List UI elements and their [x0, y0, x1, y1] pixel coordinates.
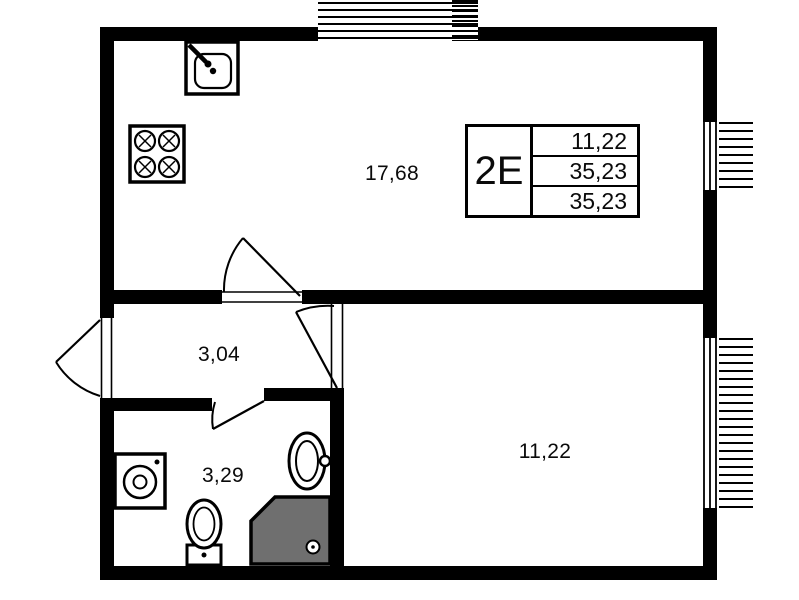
- stove-icon: [128, 124, 186, 184]
- right-window-2-glazing: [703, 338, 717, 508]
- unit-stats: 11,22 35,23 35,23: [533, 127, 637, 215]
- wall-left-lower: [100, 398, 114, 580]
- living-door-leaf: [242, 237, 301, 297]
- toilet-icon: [185, 498, 223, 567]
- wall-right-lower: [703, 508, 717, 580]
- living-door-threshold: [222, 291, 302, 303]
- wall-right-upper: [703, 27, 717, 122]
- unit-stat-row: 35,23: [569, 188, 627, 214]
- bathroom-door-swing: [211, 401, 216, 430]
- right-window-2-hatch: [719, 338, 753, 508]
- wall-bathroom-top-left: [100, 398, 212, 411]
- wall-left-upper: [100, 27, 114, 318]
- bedroom-door-swing: [295, 304, 335, 313]
- shower-icon: [249, 495, 332, 566]
- right-window-1-hatch: [719, 122, 753, 190]
- wall-middle-left: [100, 290, 222, 304]
- top-window-hatch: [452, 0, 478, 41]
- area-label-kitchen-living: 17,68: [364, 162, 420, 185]
- wall-bathroom-top-right: [264, 388, 344, 401]
- entrance-threshold: [100, 318, 113, 398]
- wall-top-left: [100, 27, 318, 41]
- wall-top-right: [478, 27, 717, 41]
- unit-stat-row: 11,22: [533, 127, 637, 157]
- unit-info-box: 2E 11,22 35,23 35,23: [465, 124, 640, 218]
- washbasin-icon: [287, 431, 332, 491]
- wall-bottom: [100, 566, 717, 580]
- washing-machine-icon: [113, 452, 167, 510]
- shower-tray: [249, 495, 332, 566]
- top-window-glazing: [318, 2, 478, 39]
- wall-middle-right: [302, 290, 717, 304]
- bathroom-door-leaf: [212, 400, 265, 430]
- area-label-hallway: 3,04: [197, 343, 241, 366]
- area-label-bedroom: 11,22: [518, 440, 572, 463]
- area-label-bathroom: 3,29: [201, 464, 245, 487]
- living-door-swing: [222, 237, 244, 293]
- bedroom-door-threshold: [330, 304, 344, 388]
- kitchen-sink-icon: [184, 40, 240, 96]
- right-window-1-glazing: [703, 122, 717, 190]
- unit-type-label: 2E: [468, 127, 533, 215]
- unit-stat-row: 35,23: [533, 157, 637, 187]
- entrance-door-leaf: [55, 319, 101, 363]
- entrance-door-swing: [55, 361, 101, 397]
- bedroom-door-leaf: [295, 311, 338, 389]
- wall-room-divider: [330, 388, 344, 566]
